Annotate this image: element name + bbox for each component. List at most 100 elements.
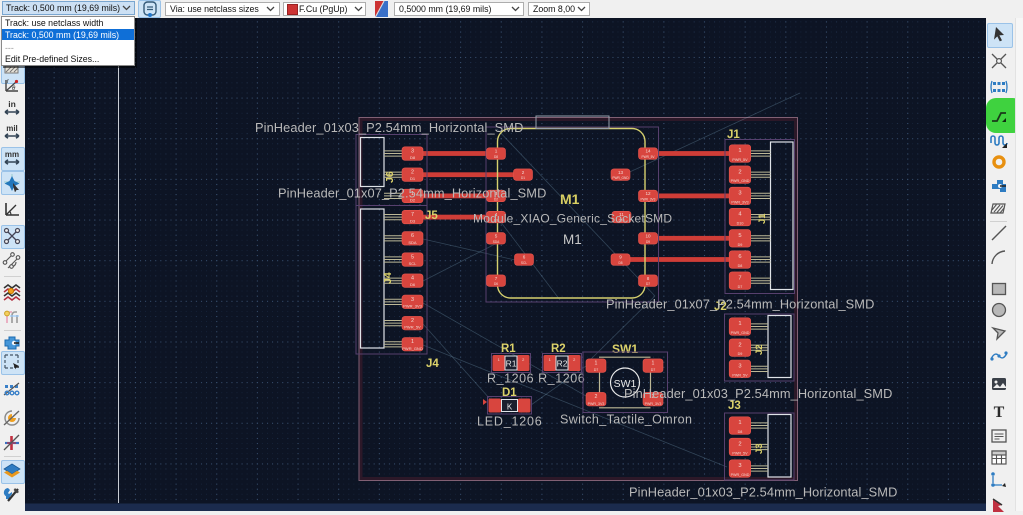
svg-text:D9: D9	[738, 352, 743, 356]
svg-text:T: T	[994, 404, 1005, 421]
svg-text:PWR_3V3: PWR_3V3	[731, 201, 748, 205]
svg-text:PWR_GND: PWR_GND	[731, 473, 750, 477]
svg-text:SCL: SCL	[521, 261, 527, 265]
svg-text:PWR_3V3: PWR_3V3	[588, 402, 605, 406]
svg-text:14: 14	[645, 149, 651, 154]
svg-text:1: 1	[595, 361, 598, 367]
svg-text:M1: M1	[560, 191, 580, 207]
svg-text:D8: D8	[618, 261, 622, 265]
svg-text:D8: D8	[494, 155, 498, 159]
svg-text:J6: J6	[384, 171, 396, 183]
svg-text:6: 6	[738, 254, 741, 260]
svg-text:2: 2	[595, 394, 598, 400]
svg-text:2: 2	[738, 342, 741, 348]
svg-text:4: 4	[738, 212, 742, 218]
svg-text:R2: R2	[551, 343, 566, 355]
svg-text:PinHeader_01x03_P2.54mm_Horizo: PinHeader_01x03_P2.54mm_Horizontal_SMD	[629, 485, 897, 500]
svg-text:D9: D9	[646, 240, 650, 244]
svg-text:D10: D10	[619, 219, 625, 223]
svg-text:2: 2	[738, 169, 741, 175]
svg-text:5: 5	[411, 254, 414, 260]
svg-text:PinHeader_01x07_P2.54mm_Horizo: PinHeader_01x07_P2.54mm_Horizontal_SMD	[606, 297, 874, 312]
svg-text:SCL: SCL	[409, 261, 418, 266]
svg-text:PWR_5V: PWR_5V	[732, 452, 748, 456]
svg-text:8: 8	[647, 276, 650, 281]
svg-text:11: 11	[619, 212, 624, 217]
svg-text:2: 2	[738, 442, 741, 448]
svg-text:PWR_5V: PWR_5V	[404, 325, 421, 330]
svg-text:θ: θ	[12, 86, 16, 92]
svg-text:1: 1	[652, 361, 655, 367]
svg-text:SDA: SDA	[493, 240, 500, 244]
svg-text:3: 3	[411, 148, 414, 154]
svg-text:in: in	[8, 99, 16, 109]
svg-text:Switch_Tactile_Omron: Switch_Tactile_Omron	[560, 413, 692, 427]
svg-text:mil: mil	[6, 124, 18, 133]
svg-text:D7: D7	[651, 368, 656, 372]
svg-text:D9: D9	[738, 243, 743, 247]
svg-text:1: 1	[411, 191, 414, 197]
svg-text:PWR_GND: PWR_GND	[731, 179, 750, 183]
svg-text:D1: D1	[502, 387, 517, 399]
svg-text:PWR_5V: PWR_5V	[641, 155, 655, 159]
svg-text:R2: R2	[557, 359, 568, 369]
svg-text:7: 7	[495, 276, 498, 281]
svg-text:D3: D3	[410, 219, 416, 224]
svg-text:PWR_3V3: PWR_3V3	[645, 402, 662, 406]
svg-text:1: 1	[738, 148, 741, 154]
svg-text:R_1206 R_1206: R_1206 R_1206	[487, 372, 585, 386]
svg-text:D10: D10	[737, 222, 744, 226]
svg-text:3: 3	[738, 191, 741, 197]
svg-text:M1: M1	[563, 232, 582, 247]
svg-text:1: 1	[738, 420, 741, 426]
svg-text:13: 13	[618, 170, 624, 175]
svg-text:SW1: SW1	[612, 342, 638, 356]
svg-text:10: 10	[645, 233, 651, 238]
svg-text:D2: D2	[410, 198, 416, 203]
svg-text:PWR_3V3: PWR_3V3	[641, 198, 656, 202]
svg-text:J5: J5	[425, 210, 438, 222]
svg-text:LED_1206: LED_1206	[477, 415, 542, 429]
svg-text:1: 1	[498, 357, 501, 362]
svg-text:J2: J2	[714, 301, 727, 313]
svg-text:4: 4	[495, 212, 498, 217]
svg-text:2: 2	[411, 318, 414, 324]
svg-text:4: 4	[411, 276, 414, 282]
svg-text:3: 3	[495, 191, 498, 196]
svg-text:D7: D7	[738, 285, 743, 289]
svg-text:J2: J2	[754, 344, 765, 355]
svg-text:SW1: SW1	[614, 378, 637, 390]
svg-text:J1: J1	[727, 129, 740, 141]
svg-text:1: 1	[549, 357, 552, 362]
svg-text:D6: D6	[494, 282, 498, 286]
svg-text:PinHeader_01x07_P2.54mm_Horizo: PinHeader_01x07_P2.54mm_Horizontal_SMD	[278, 186, 546, 201]
svg-text:D6: D6	[410, 282, 416, 287]
svg-text:PWR_GND: PWR_GND	[402, 346, 423, 351]
svg-text:PinHeader_01x03_P2.54mm_Horizo: PinHeader_01x03_P2.54mm_Horizontal_SMD	[255, 120, 523, 135]
svg-text:SDA: SDA	[408, 240, 417, 245]
svg-text:J4: J4	[382, 272, 394, 284]
svg-text:PWR_GND: PWR_GND	[612, 176, 629, 180]
svg-text:5: 5	[495, 233, 498, 238]
svg-text:12: 12	[645, 191, 651, 196]
svg-text:PWR_3V3: PWR_3V3	[403, 303, 422, 308]
svg-text:6: 6	[523, 255, 526, 260]
svg-text:D7: D7	[646, 282, 650, 286]
svg-text:9: 9	[619, 255, 622, 260]
svg-text:3: 3	[738, 463, 741, 469]
svg-text:2: 2	[573, 357, 576, 362]
svg-text:6: 6	[411, 233, 414, 239]
svg-text:R1: R1	[506, 359, 517, 369]
svg-text:1: 1	[495, 149, 498, 154]
svg-text:r: r	[7, 79, 9, 85]
svg-text:2: 2	[652, 394, 655, 400]
svg-text:3: 3	[738, 364, 741, 370]
svg-text:1: 1	[411, 339, 414, 345]
svg-text:D7: D7	[594, 368, 599, 372]
svg-text:D3: D3	[494, 219, 498, 223]
svg-text:J4: J4	[426, 358, 439, 370]
svg-text:7: 7	[738, 275, 741, 281]
svg-text:D8: D8	[738, 264, 743, 268]
svg-text:D8: D8	[738, 430, 743, 434]
svg-text:3: 3	[411, 297, 414, 303]
